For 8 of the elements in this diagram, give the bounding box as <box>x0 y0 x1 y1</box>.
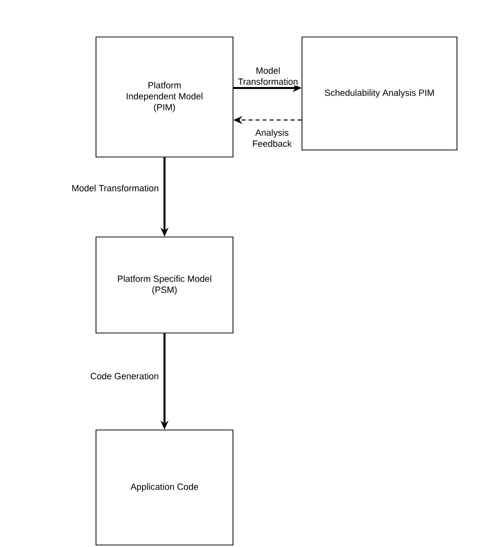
process-box: Platform Independent Model (PIM) <box>96 36 234 158</box>
edge-label: Code Generation <box>89 372 160 380</box>
process-box: Platform Specific Model (PSM) <box>96 236 234 334</box>
process-box: Schedulability Analysis PIM <box>302 36 458 150</box>
edge-label: Model Transformation <box>70 184 160 192</box>
edge-label: Model Transformation <box>235 66 301 86</box>
edge-label: Analysis Feedback <box>246 128 298 148</box>
process-box: Application Code <box>96 430 234 546</box>
